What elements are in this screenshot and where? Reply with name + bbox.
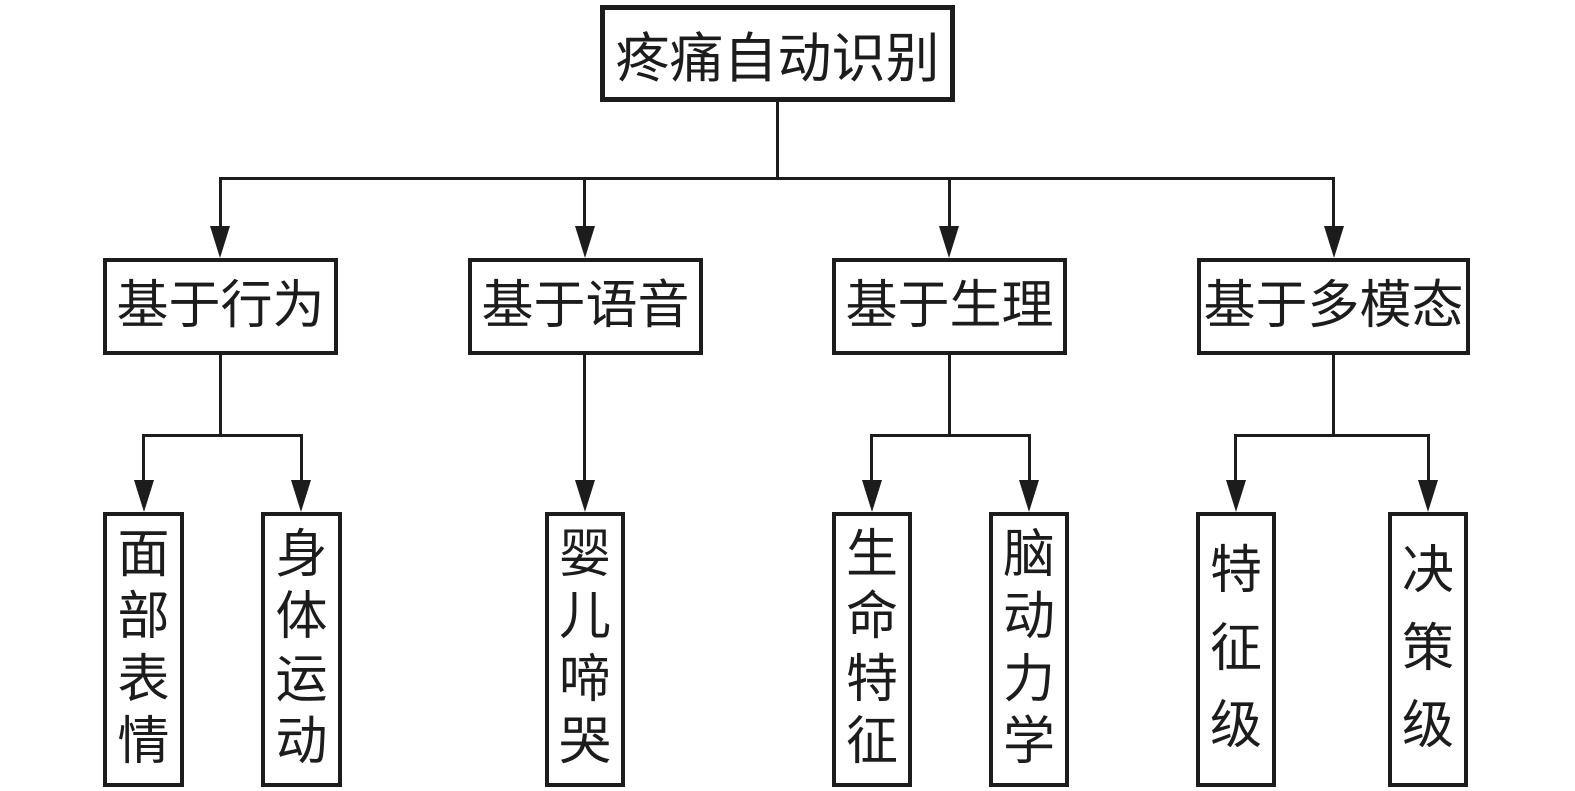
- connector-drop-body-movement: [300, 434, 303, 484]
- node-physiology-based: 基于生理: [832, 258, 1067, 355]
- label-character: 策: [1401, 620, 1454, 678]
- connector-physiology-stem: [948, 353, 951, 437]
- connector-drop-brain-dynamics: [1028, 434, 1031, 484]
- node-body-movement: 身体运动: [261, 512, 342, 787]
- node-label: 基于行为: [116, 277, 325, 335]
- connector-multimodal-crossbar: [1234, 434, 1430, 437]
- label-character: 儿: [558, 589, 611, 647]
- label-character: 面: [117, 527, 170, 585]
- node-label: 基于生理: [845, 277, 1054, 335]
- node-brain-dynamics: 脑动力学: [989, 512, 1069, 787]
- label-character: 表: [117, 651, 170, 709]
- connector-drop-feature-level: [1234, 434, 1237, 484]
- connector-multimodal-stem: [1332, 353, 1335, 437]
- label-character: 动: [1002, 589, 1055, 647]
- node-behavior-based: 基于行为: [103, 258, 338, 355]
- node-label: 疼痛自动识别: [615, 29, 940, 89]
- node-multimodal-based: 基于多模态: [1197, 258, 1470, 355]
- node-feature-level: 特征级: [1196, 512, 1276, 787]
- connector-drop-behavior: [219, 177, 222, 235]
- label-character: 啼: [558, 651, 611, 709]
- label-character: 决: [1401, 542, 1454, 600]
- connector-drop-multimodal: [1332, 177, 1335, 235]
- node-vital-signs: 生命特征: [832, 512, 912, 787]
- connector-drop-decision-level: [1427, 434, 1430, 484]
- arrow-down-icon: [134, 480, 154, 512]
- arrow-down-icon: [210, 226, 230, 258]
- label-character: 级: [1209, 698, 1262, 756]
- arrow-down-icon: [1418, 480, 1438, 512]
- arrow-down-icon: [575, 226, 595, 258]
- label-character: 情: [117, 713, 170, 771]
- arrow-down-icon: [862, 480, 882, 512]
- label-character: 生: [845, 527, 898, 585]
- label-character: 脑: [1002, 527, 1055, 585]
- node-label: 基于多模态: [1203, 277, 1464, 335]
- label-character: 体: [275, 589, 328, 647]
- connector-behavior-stem: [219, 353, 222, 437]
- label-character: 婴: [558, 527, 611, 585]
- connector-drop-vital-signs: [870, 434, 873, 484]
- arrow-down-icon: [1324, 226, 1344, 258]
- label-character: 运: [275, 651, 328, 709]
- node-label: 基于语音: [481, 277, 690, 335]
- connector-level1-crossbar: [219, 177, 1335, 180]
- label-character: 征: [1209, 620, 1262, 678]
- label-character: 力: [1002, 651, 1055, 709]
- node-speech-based: 基于语音: [468, 258, 703, 355]
- label-character: 身: [275, 527, 328, 585]
- arrow-down-icon: [1226, 480, 1246, 512]
- label-character: 动: [275, 713, 328, 771]
- label-character: 特: [1209, 542, 1262, 600]
- connector-speech-stem: [583, 353, 586, 486]
- arrow-down-icon: [1019, 480, 1039, 512]
- label-character: 哭: [558, 713, 611, 771]
- label-character: 命: [845, 589, 898, 647]
- connector-root-stem: [776, 100, 779, 180]
- node-pain-auto-recognition: 疼痛自动识别: [600, 5, 955, 102]
- connector-drop-facial-expression: [142, 434, 145, 484]
- connector-behavior-crossbar: [142, 434, 303, 437]
- connector-physiology-crossbar: [870, 434, 1031, 437]
- label-character: 特: [845, 651, 898, 709]
- node-infant-cry: 婴儿啼哭: [545, 512, 625, 787]
- connector-drop-physiology: [948, 177, 951, 235]
- label-character: 学: [1002, 713, 1055, 771]
- label-character: 级: [1401, 698, 1454, 756]
- arrow-down-icon: [291, 480, 311, 512]
- arrow-down-icon: [939, 226, 959, 258]
- connector-drop-speech: [583, 177, 586, 235]
- label-character: 征: [845, 713, 898, 771]
- node-decision-level: 决策级: [1388, 512, 1468, 787]
- arrow-down-icon: [575, 480, 595, 512]
- node-facial-expression: 面部表情: [103, 512, 184, 787]
- label-character: 部: [117, 589, 170, 647]
